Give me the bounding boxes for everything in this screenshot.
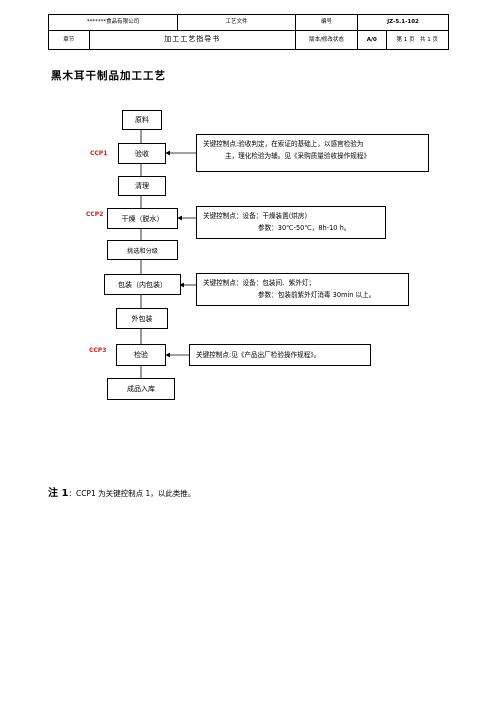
version-label: 版本/修改状态 — [295, 29, 358, 51]
ccp1-note: 关键控制点:验收判定，在索证的基础上，以感官检验为 主，理化检验为辅。见《采购质… — [196, 134, 429, 172]
step-warehousing: 成品入库 — [107, 378, 175, 400]
footnote-label: 注 1 — [48, 488, 69, 499]
ccp1-note-line1: 关键控制点:验收判定，在索证的基础上，以感官检验为 — [203, 140, 364, 148]
packaging-note: 关键控制点：设备：包装间、紫外灯； 参数：包装前紫外灯消毒 30min 以上。 — [196, 273, 409, 306]
ccp3-note: 关键控制点:见《产品出厂检验操作规程》。 — [189, 344, 371, 366]
step-outer-packaging: 外包装 — [116, 308, 168, 329]
ccp3-note-line1: 关键控制点:见《产品出厂检验操作规程》。 — [196, 351, 321, 359]
step-raw-material: 原料 — [122, 110, 162, 130]
step-inner-packaging: 包装（内包装） — [104, 274, 181, 295]
footnote-text: ：CCP1 为关键控制点 1，以此类推。 — [68, 489, 196, 498]
step-inspection: 检验 — [116, 344, 166, 366]
document-header: *******食品有限公司 工艺文件 编号 JZ-5.1-102 章节 加工工艺… — [48, 14, 449, 51]
step-sorting-grading: 挑选和分级 — [107, 240, 178, 260]
chapter-label: 章节 — [49, 30, 90, 49]
ccp2-note-line1: 关键控制点：设备：干燥装置(烘房) — [203, 212, 308, 220]
step-drying: 干燥（脱水） — [107, 208, 178, 229]
ccp2-label: CCP2 — [86, 211, 104, 218]
step-cleaning: 清理 — [118, 176, 166, 196]
ccp2-note-line2: 参数：30℃-50℃，8h-10 h。 — [258, 224, 351, 232]
ccp3-label: CCP3 — [89, 347, 107, 354]
page-title: 黑木耳干制品加工工艺 — [51, 70, 166, 82]
version-value: A/0 — [358, 30, 387, 49]
step-acceptance: 验收 — [118, 143, 166, 164]
footnote: 注 1：CCP1 为关键控制点 1，以此类推。 — [48, 484, 195, 499]
page-info: 第 1 页 共 1 页 — [396, 36, 439, 43]
ccp1-note-line2: 主，理化检验为辅。见《采购质量验收操作规程》 — [225, 152, 371, 160]
ccp1-label: CCP1 — [90, 150, 108, 157]
packaging-note-line1: 关键控制点：设备：包装间、紫外灯； — [203, 279, 316, 287]
document-title: 加工工艺指导书 — [164, 34, 221, 43]
ccp2-note: 关键控制点：设备：干燥装置(烘房) 参数：30℃-50℃，8h-10 h。 — [196, 206, 386, 239]
packaging-note-line2: 参数：包装前紫外灯消毒 30min 以上。 — [258, 291, 376, 299]
